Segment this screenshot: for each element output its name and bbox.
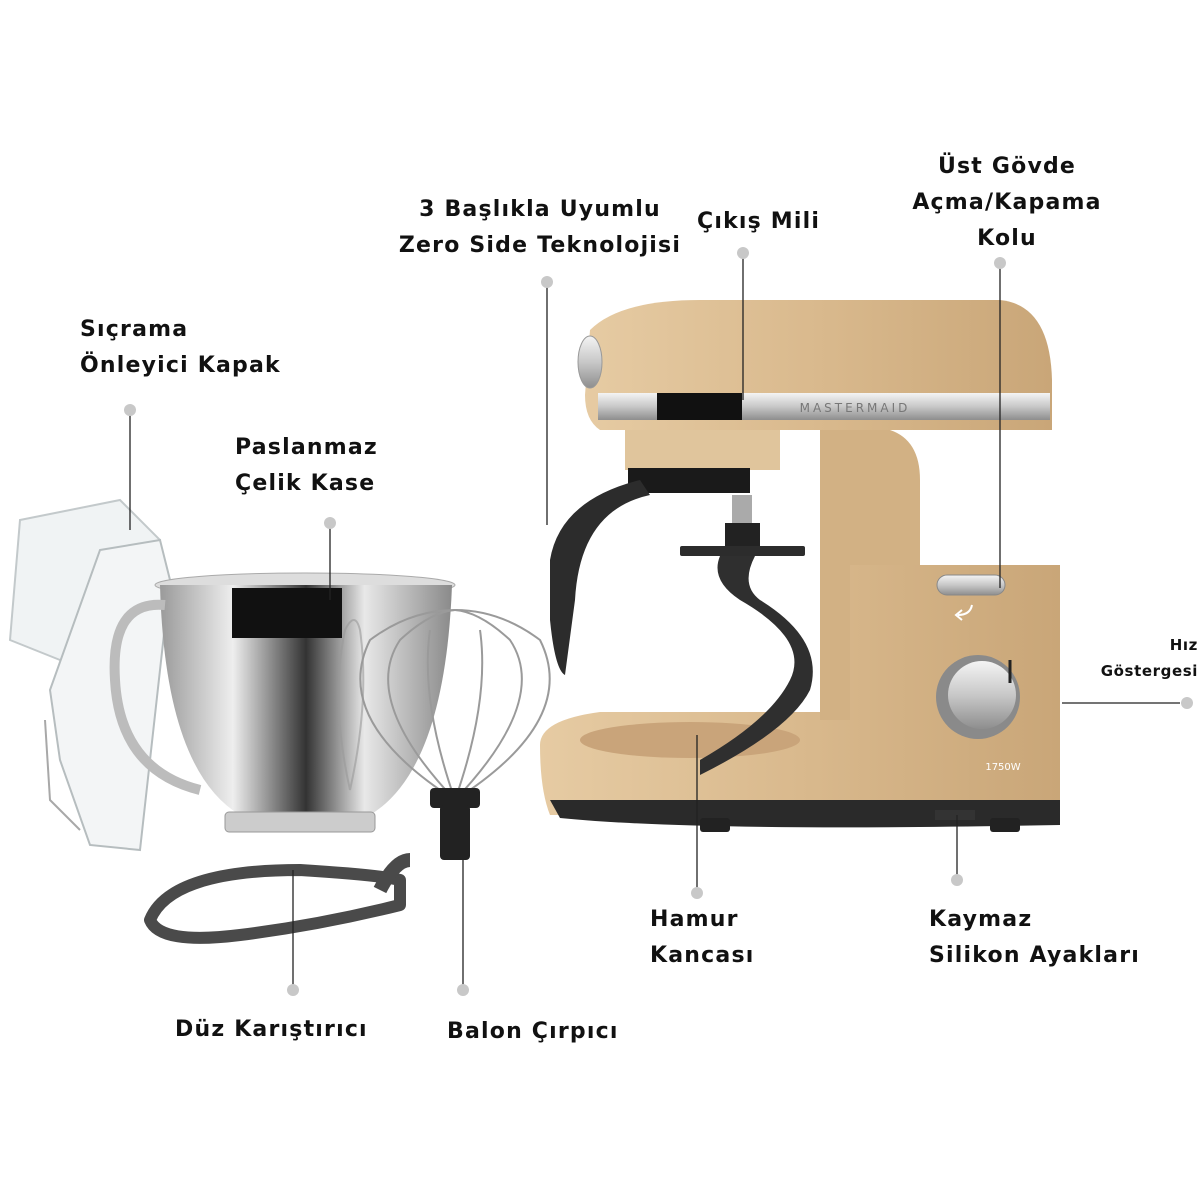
callout-text: Açma/Kapama: [912, 190, 1102, 215]
callout-text: Paslanmaz: [235, 435, 378, 460]
callout-dots: [124, 247, 1193, 996]
callout-text: Kolu: [977, 226, 1037, 251]
stand-mixer: MASTERMAID karaca 1750W: [540, 300, 1060, 832]
callout-text: Silikon Ayakları: [929, 943, 1140, 968]
callout-dough-hook: Hamur Kancası: [650, 902, 754, 974]
callout-bowl: Paslanmaz Çelik Kase: [235, 430, 378, 502]
callout-splash-guard: Sıçrama Önleyici Kapak: [80, 312, 281, 384]
callout-head-lever: Üst Gövde Açma/Kapama Kolu: [880, 149, 1134, 257]
callout-text: Üst Gövde: [937, 154, 1077, 179]
callout-text: Hamur: [650, 907, 739, 932]
callout-zero-side: 3 Başlıkla Uyumlu Zero Side Teknolojisi: [390, 192, 690, 264]
callout-text: Zero Side Teknolojisi: [398, 233, 682, 258]
callout-text: Balon Çırpıcı: [447, 1019, 619, 1044]
callout-text: Sıçrama: [80, 317, 189, 342]
maker-logo: karaca: [984, 482, 1022, 493]
callout-text: 3 Başlıkla Uyumlu: [419, 197, 661, 222]
power-label: 1750W: [985, 762, 1020, 773]
balloon-whisk: [337, 608, 551, 860]
callout-text: Kaymaz: [929, 907, 1033, 932]
brand-text: MASTERMAID: [800, 401, 911, 415]
callout-output-shaft: Çıkış Mili: [697, 204, 820, 240]
callout-text: Çıkış Mili: [697, 209, 821, 234]
callout-whisk: Balon Çırpıcı: [447, 1014, 619, 1050]
splash-guard-lid: [8, 498, 172, 852]
callout-text: Hız: [1169, 636, 1198, 654]
callout-text: Kancası: [650, 943, 755, 968]
flat-beater: [144, 853, 411, 944]
callout-flat-beater: Düz Karıştırıcı: [175, 1012, 368, 1048]
callout-lines: [129, 255, 1180, 987]
callout-text: Çelik Kase: [235, 471, 376, 496]
callout-speed-dial: Hız Göstergesi: [1101, 632, 1198, 684]
callout-feet: Kaymaz Silikon Ayakları: [929, 902, 1140, 974]
stainless-bowl: [109, 572, 456, 833]
callout-text: Önleyici Kapak: [80, 353, 281, 378]
callout-text: Göstergesi: [1100, 662, 1198, 680]
callout-text: Düz Karıştırıcı: [175, 1017, 368, 1042]
